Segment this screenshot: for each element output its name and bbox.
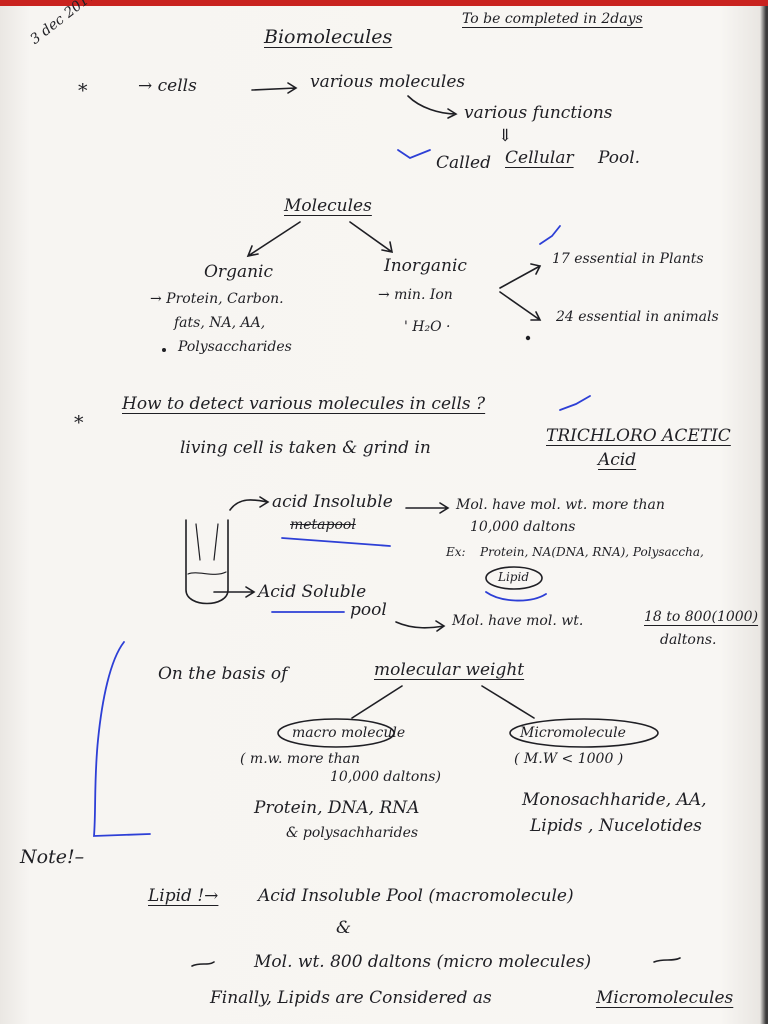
arrow-down-glyph: ⇓ [498, 126, 513, 146]
lipid-ellipse [485, 566, 543, 590]
acid-soluble-label: Acid Soluble [258, 582, 367, 602]
struck-metapool: metapool [290, 517, 356, 533]
but-glyph: & [336, 918, 352, 938]
arrow-cells-to-molecules [251, 82, 298, 94]
note-arrow-left [191, 961, 215, 967]
macro-examples-2: & polysachharides [286, 825, 419, 841]
organic-line-1: → Protein, Carbon. [150, 291, 284, 307]
page-top-edge [0, 0, 768, 6]
micro-examples-1: Monosachharide, AA, [522, 790, 707, 810]
example-lipid: Lipid [498, 570, 530, 584]
organic-line-2: fats, NA, AA, [174, 315, 266, 331]
note-arrow-right [653, 957, 681, 963]
insoluble-desc-2: 10,000 daltons [470, 519, 576, 535]
deadline-note: To be completed in 2days [462, 11, 643, 27]
macro-ellipse [277, 718, 395, 748]
molecules-text: various molecules [310, 72, 466, 92]
macro-note-1: ( m.w. more than [240, 751, 360, 767]
soluble-desc-prefix: Mol. have mol. wt. [452, 613, 584, 629]
arrow-fork-animals [499, 291, 542, 321]
example-prefix: Ex: [446, 545, 466, 559]
weight-basis-highlight: molecular weight [374, 660, 525, 680]
soluble-desc-range: 18 to 800(1000) [644, 609, 759, 625]
test-tube [185, 519, 229, 605]
macromolecule-label: macro molecule [292, 725, 406, 741]
cellular-pool-prefix: Called [436, 153, 491, 173]
essential-plants-text: 17 essential in Plants [552, 251, 704, 267]
micro-note: ( M.W < 1000 ) [514, 751, 624, 767]
blue-bracket [93, 641, 151, 837]
arrow-to-micro [481, 685, 535, 719]
final-line-prefix: Finally, Lipids are Considered as [210, 988, 492, 1008]
molecules-heading: Molecules [284, 196, 372, 216]
functions-text: various functions [464, 103, 613, 123]
final-word: Micromolecules [596, 988, 734, 1008]
reagent-line-1: TRICHLORO ACETIC [546, 426, 731, 446]
organic-label: Organic [204, 262, 273, 282]
inorganic-line-2: ' H₂O · [404, 319, 451, 335]
micro-ellipse [509, 718, 659, 748]
arrow-fork-plants [499, 263, 542, 289]
inorganic-label: Inorganic [384, 256, 467, 276]
reagent-line-2: Acid [598, 450, 637, 470]
bullet-star-2: * [74, 412, 84, 434]
tick-mark-question [559, 395, 591, 411]
macro-examples-1: Protein, DNA, RNA [254, 798, 420, 818]
micro-examples-2: Lipids , Nucelotides [530, 816, 702, 836]
page-title: Biomolecules [264, 26, 393, 48]
cellular-pool-suffix: Pool. [598, 148, 641, 168]
organic-line-3: Polysaccharides [178, 339, 292, 355]
grind-step-text: living cell is taken & grind in [180, 438, 431, 458]
tick-mark-pool [397, 149, 431, 160]
cells-text: → cells [138, 76, 197, 96]
cellular-pool-word: Cellular [505, 148, 574, 168]
arrow-insoluble [229, 496, 270, 511]
bullet-star: * [78, 80, 88, 102]
essential-animals-text: 24 essential in animals [556, 309, 719, 325]
example-text: Protein, NA(DNA, RNA), Polysaccha, [480, 545, 704, 559]
inorganic-line-1: → min. Ion [378, 287, 453, 303]
test-tube-liquid [187, 571, 227, 575]
test-tube-inner [195, 523, 219, 561]
tick-mark-plants [539, 225, 561, 245]
soluble-desc-unit: daltons. [660, 632, 717, 648]
arrow-to-macro [351, 685, 403, 719]
arrow-soluble-desc [395, 620, 446, 632]
blue-underline-metapool [281, 537, 391, 547]
weight-basis-prefix: On the basis of [158, 664, 288, 684]
arrow-soluble [213, 586, 256, 598]
insoluble-desc-1: Mol. have mol. wt. more than [456, 497, 665, 513]
arrow-to-organic [246, 221, 301, 258]
macro-note-2: 10,000 daltons) [330, 769, 441, 785]
acid-soluble-pool: pool [350, 600, 387, 620]
arrow-to-inorganic [349, 221, 394, 254]
detection-question: How to detect various molecules in cells… [122, 394, 486, 414]
lipid-label: Lipid !→ [148, 886, 219, 906]
lipid-pool-text: Acid Insoluble Pool (macromolecule) [258, 886, 574, 906]
arrow-molecules-to-functions [407, 95, 458, 119]
blue-lipid-curve [485, 591, 547, 602]
note-label: Note!– [20, 846, 85, 868]
weight-line: Mol. wt. 800 daltons (micro molecules) [254, 952, 592, 972]
arrow-insoluble-desc [405, 502, 450, 514]
acid-insoluble-label: acid Insoluble [272, 492, 393, 512]
micromolecule-label: Micromolecule [520, 725, 626, 741]
